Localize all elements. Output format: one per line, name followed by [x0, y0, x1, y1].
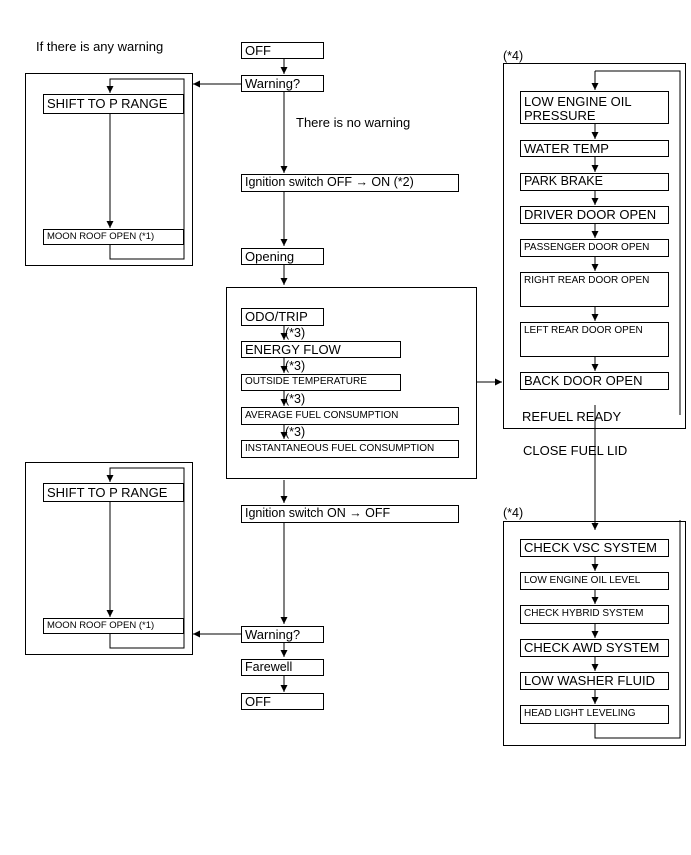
trip-display-frame [226, 287, 477, 479]
no-warning-label: There is no warning [296, 115, 411, 130]
note-3-label: (*3) [285, 359, 306, 373]
low-oil-level-box: LOW ENGINE OIL LEVEL [520, 572, 669, 590]
passenger-door-box: PASSENGER DOOR OPEN [520, 239, 669, 257]
ignition-on-box: Ignition switch OFF → ON (*2) [241, 174, 459, 192]
check-hybrid-box: CHECK HYBRID SYSTEM [520, 605, 669, 624]
note-3-label: (*3) [285, 326, 306, 340]
left-bottom-warning-frame [25, 462, 193, 655]
left-rear-door-box: LEFT REAR DOOR OPEN [520, 322, 669, 357]
moon-roof-open-box: MOON ROOF OPEN (*1) [43, 229, 184, 245]
headlight-leveling-box: HEAD LIGHT LEVELING [520, 705, 669, 724]
low-oil-pressure-box: LOW ENGINE OIL PRESSURE [520, 91, 669, 124]
warning-check-box-2: Warning? [241, 626, 324, 643]
left-top-warning-frame [25, 73, 193, 266]
close-fuel-lid-label: CLOSE FUEL LID [523, 443, 628, 458]
refuel-ready-label: REFUEL READY [522, 409, 622, 424]
shift-to-p-box: SHIFT TO P RANGE [43, 94, 184, 114]
note-4-bottom-label: (*4) [503, 506, 524, 520]
shift-to-p-box: SHIFT TO P RANGE [43, 483, 184, 502]
right-bottom-warning-frame [503, 521, 686, 746]
if-warning-label: If there is any warning [36, 39, 164, 54]
note-3-label: (*3) [285, 392, 306, 406]
check-awd-box: CHECK AWD SYSTEM [520, 639, 669, 657]
farewell-box: Farewell [241, 659, 324, 676]
right-top-warning-frame [503, 63, 686, 429]
instantaneous-fuel-box: INSTANTANEOUS FUEL CONSUMPTION [241, 440, 459, 458]
driver-door-box: DRIVER DOOR OPEN [520, 206, 669, 224]
outside-temperature-box: OUTSIDE TEMPERATURE [241, 374, 401, 391]
check-vsc-box: CHECK VSC SYSTEM [520, 539, 669, 557]
right-rear-door-box: RIGHT REAR DOOR OPEN [520, 272, 669, 307]
note-4-top-label: (*4) [503, 49, 524, 63]
odo-trip-box: ODO/TRIP [241, 308, 324, 326]
warning-check-box: Warning? [241, 75, 324, 92]
opening-box: Opening [241, 248, 324, 265]
off-start-box: OFF [241, 42, 324, 59]
off-end-box: OFF [241, 693, 324, 710]
moon-roof-open-box: MOON ROOF OPEN (*1) [43, 618, 184, 634]
back-door-box: BACK DOOR OPEN [520, 372, 669, 390]
ignition-off-box: Ignition switch ON → OFF [241, 505, 459, 523]
average-fuel-box: AVERAGE FUEL CONSUMPTION [241, 407, 459, 425]
note-3-label: (*3) [285, 425, 306, 439]
energy-flow-box: ENERGY FLOW [241, 341, 401, 358]
park-brake-box: PARK BRAKE [520, 173, 669, 191]
water-temp-box: WATER TEMP [520, 140, 669, 157]
low-washer-fluid-box: LOW WASHER FLUID [520, 672, 669, 690]
